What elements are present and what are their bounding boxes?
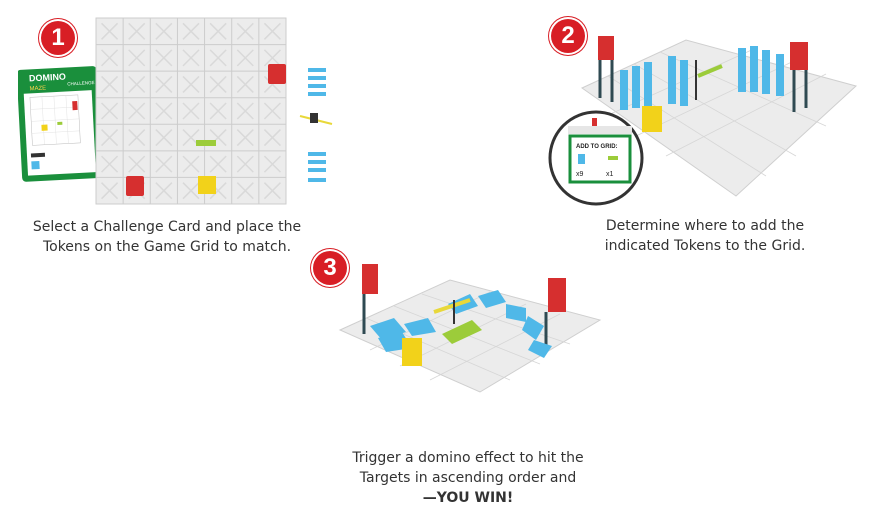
zoom-bubble: ADD TO GRID: x9 x1 xyxy=(548,110,644,206)
target-token xyxy=(268,64,286,84)
step-3-illustration xyxy=(330,260,610,400)
caption-line: Trigger a domino effect to hit the xyxy=(352,450,584,466)
bridge-token xyxy=(442,320,482,344)
step-3-number: 3 xyxy=(323,254,337,281)
bridge-token xyxy=(196,140,216,146)
card-tag: CHALLENGE xyxy=(67,80,94,86)
challenge-card: DOMINO MAZE CHALLENGE xyxy=(18,66,103,182)
target-token xyxy=(598,36,614,60)
step-2-badge: 2 xyxy=(551,19,585,53)
step-3-caption: Trigger a domino effect to hit the Targe… xyxy=(330,448,606,508)
step-2-number: 2 xyxy=(561,22,575,49)
target-token xyxy=(548,278,566,312)
step-3-badge: 3 xyxy=(313,251,347,285)
step-2-illustration: ADD TO GRID: x9 x1 xyxy=(546,26,866,206)
card-title: DOMINO xyxy=(29,72,66,84)
game-grid xyxy=(95,17,287,205)
target-token xyxy=(126,176,144,196)
step-1-caption: Select a Challenge Card and place the To… xyxy=(0,217,334,257)
card-subtitle: MAZE xyxy=(29,86,46,93)
spinner-token xyxy=(299,113,333,125)
step-2-caption: Determine where to add the indicated Tok… xyxy=(580,216,830,256)
win-text: —YOU WIN! xyxy=(422,490,514,506)
zoom-count-right: x1 xyxy=(606,171,614,178)
caption-line: Determine where to add the xyxy=(605,218,805,234)
step-1-illustration: DOMINO MAZE CHALLENGE xyxy=(18,16,338,206)
caption-line: indicated Tokens to the Grid. xyxy=(604,238,806,254)
zoom-count-left: x9 xyxy=(576,171,584,178)
zoom-card-header: ADD TO GRID: xyxy=(576,144,618,150)
caption-line: Select a Challenge Card and place the xyxy=(32,219,302,235)
domino-row xyxy=(620,46,784,110)
caption-line: Tokens on the Game Grid to match. xyxy=(42,239,292,255)
target-token xyxy=(362,264,378,294)
target-token xyxy=(790,42,808,70)
step-1-badge: 1 xyxy=(41,21,75,55)
caption-line: Targets in ascending order and xyxy=(359,470,577,486)
domino-pile xyxy=(308,68,326,182)
ramp-token xyxy=(402,338,422,366)
ramp-token xyxy=(198,176,216,194)
step-1-number: 1 xyxy=(51,24,65,51)
ramp-token xyxy=(642,106,662,132)
